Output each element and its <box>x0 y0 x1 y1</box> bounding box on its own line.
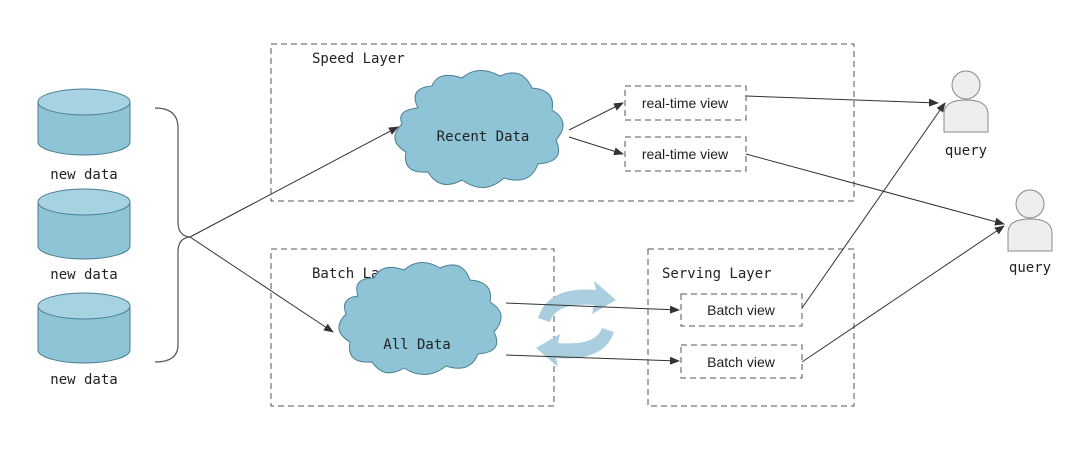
arrow-batch-1-to-query-1 <box>801 102 946 309</box>
source-label: new data <box>50 372 117 388</box>
source-new-data-1: new data <box>37 88 131 183</box>
source-label: new data <box>50 267 117 283</box>
batch-view-label: Batch view <box>707 354 776 370</box>
realtime-view-1: real-time view <box>624 85 747 121</box>
recent-data-label: Recent Data <box>437 129 530 145</box>
arrow-all-to-batch-view-1 <box>505 302 680 314</box>
batch-view-1: Batch view <box>680 293 803 327</box>
arrow-batch-2-to-query-2 <box>801 225 1005 363</box>
batch-view-2: Batch view <box>680 344 803 379</box>
arrow-all-to-batch-view-2 <box>505 354 680 365</box>
batch-view-label: Batch view <box>707 302 776 318</box>
all-data-store: All Data <box>338 262 502 375</box>
arrow-to-all-data <box>189 236 334 333</box>
speed-layer-title: Speed Layer <box>312 51 405 67</box>
serving-layer-title: Serving Layer <box>662 266 772 282</box>
arrow-recent-to-realtime-1 <box>568 102 624 131</box>
serving-layer-box: Serving Layer <box>647 248 855 407</box>
database-cylinder-icon <box>37 88 131 156</box>
query-user-2: query <box>1007 189 1053 276</box>
speed-layer-box: Speed Layer <box>270 43 855 202</box>
source-grouping-brace <box>154 107 191 363</box>
query-label: query <box>945 143 987 159</box>
refresh-cycle-icon <box>536 281 616 367</box>
realtime-view-label: real-time view <box>642 146 729 162</box>
cloud-icon <box>394 70 564 188</box>
arrow-realtime-2-to-query-2 <box>745 153 1005 226</box>
database-cylinder-icon <box>37 188 131 260</box>
realtime-view-label: real-time view <box>642 95 729 111</box>
source-new-data-3: new data <box>37 292 131 388</box>
all-data-label: All Data <box>383 337 450 353</box>
user-icon <box>943 70 989 133</box>
arrow-to-recent-data <box>189 126 399 238</box>
source-label: new data <box>50 167 117 183</box>
cloud-icon <box>338 262 502 375</box>
flow-arrows <box>189 95 1005 365</box>
source-new-data-2: new data <box>37 188 131 283</box>
realtime-view-2: real-time view <box>624 136 747 172</box>
arrow-realtime-1-to-query-1 <box>745 95 939 107</box>
database-cylinder-icon <box>37 292 131 364</box>
query-user-1: query <box>943 70 989 159</box>
arrow-recent-to-realtime-2 <box>568 136 624 156</box>
query-label: query <box>1009 260 1051 276</box>
recent-data-store: Recent Data <box>394 70 564 188</box>
user-icon <box>1007 189 1053 252</box>
